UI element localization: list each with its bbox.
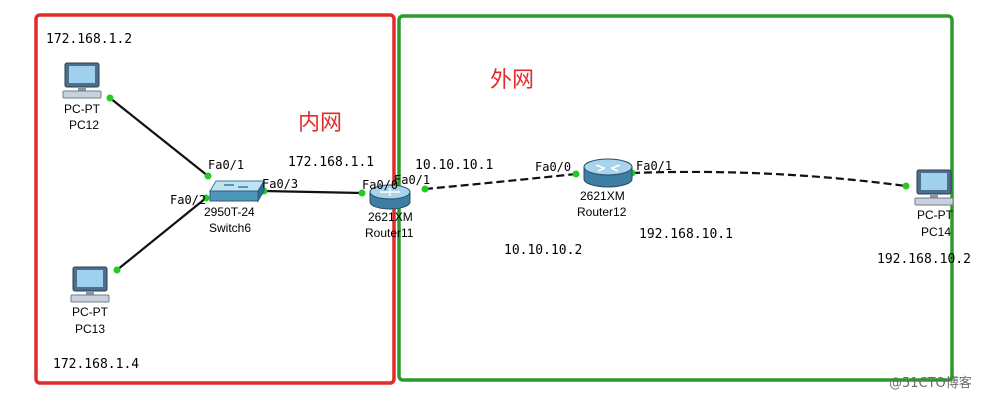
switch6-switch-icon[interactable]: [209, 179, 265, 203]
pc12-name-label: PC12: [69, 118, 100, 132]
link-dot-pc14: [902, 182, 910, 190]
router11-inner-ip-address: 172.168.1.1: [288, 155, 375, 170]
switch6-fa03-port-label: Fa0/3: [262, 177, 299, 191]
cable-pc13-switch6[interactable]: [116, 197, 207, 271]
router11-type-label: 2621XM: [368, 210, 413, 224]
outer-network-zone: [397, 14, 954, 382]
link-dot-router12-fa00: [572, 170, 580, 178]
link-dots: [106, 94, 910, 274]
pc12-type-label: PC-PT: [64, 102, 100, 116]
pc14-ip-address: 192.168.10.2: [877, 252, 971, 267]
router11-router-icon[interactable]: [369, 184, 411, 210]
pc12-computer-icon[interactable]: [62, 62, 102, 99]
switch6-name-label: Switch6: [209, 221, 252, 235]
link-dot-switch-fa01: [204, 172, 212, 180]
router12-name-label: Router12: [577, 205, 627, 219]
link-dot-switch-fa02: [202, 194, 210, 202]
switch6-fa02-port-label: Fa0/2: [170, 193, 207, 207]
link-dot-router11-fa01: [421, 185, 429, 193]
router12-lan-ip-address: 192.168.10.1: [639, 227, 733, 242]
pc14-type-label: PC-PT: [917, 208, 953, 222]
pc12-ip-address: 172.168.1.2: [46, 32, 133, 47]
switch6-fa01-port-label: Fa0/1: [208, 158, 245, 172]
router12-outer-ip-address: 10.10.10.2: [504, 243, 583, 258]
cable-router11-router12[interactable]: [424, 172, 577, 191]
router12-fa00-port-label: Fa0/0: [535, 160, 572, 174]
watermark-text: @51CTO博客: [889, 376, 972, 391]
inner-zone-label: 内网: [298, 111, 343, 136]
link-dot-pc13: [113, 266, 121, 274]
pc13-type-label: PC-PT: [72, 305, 108, 319]
pc14-name-label: PC14: [921, 225, 952, 239]
outer-zone-label: 外网: [490, 68, 535, 93]
pc13-computer-icon[interactable]: [70, 266, 110, 303]
switch6-type-label: 2950T-24: [204, 205, 255, 219]
router12-type-label: 2621XM: [580, 189, 625, 203]
pc14-computer-icon[interactable]: [914, 169, 954, 206]
pc13-ip-address: 172.168.1.4: [53, 357, 140, 372]
cable-pc12-switch6[interactable]: [109, 97, 209, 177]
link-dot-router11-fa00: [358, 189, 366, 197]
router12-router-icon[interactable]: [583, 158, 633, 188]
pc13-name-label: PC13: [75, 322, 106, 336]
cable-switch6-router11[interactable]: [263, 189, 363, 195]
router11-name-label: Router11: [365, 226, 414, 240]
router11-fa01-port-label: Fa0/1: [394, 173, 431, 187]
router12-fa01-port-label: Fa0/1: [636, 159, 673, 173]
router11-fa00-port-label: Fa0/0: [362, 178, 399, 192]
cable-router12-pc14[interactable]: [631, 170, 907, 188]
link-dot-pc12: [106, 94, 114, 102]
router11-outer-ip-address: 10.10.10.1: [415, 158, 494, 173]
